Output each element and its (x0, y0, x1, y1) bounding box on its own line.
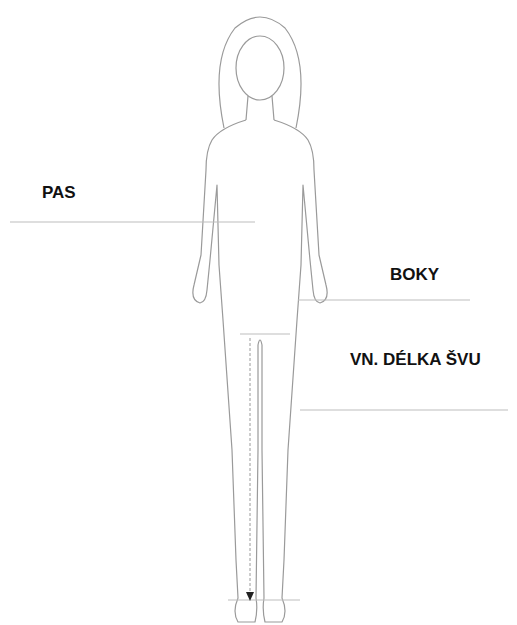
inseam-arrowhead (246, 592, 254, 601)
measure-label: PAS (42, 183, 76, 203)
crotch-mark (240, 334, 290, 335)
measure-label: VN. DÉLKA ŠVU (350, 350, 481, 370)
hair-outline (219, 17, 301, 128)
measure-lines (10, 222, 508, 600)
hip-line (298, 300, 470, 301)
inseam-leader (300, 410, 508, 411)
inseam-arrow-line (250, 338, 251, 592)
waist-line (10, 222, 255, 223)
measure-label: BOKY (390, 265, 439, 285)
neck-line (246, 96, 274, 120)
body-outline (193, 17, 327, 622)
body-line (193, 120, 327, 622)
face-outline (236, 36, 284, 100)
ankle-mark (228, 600, 300, 601)
